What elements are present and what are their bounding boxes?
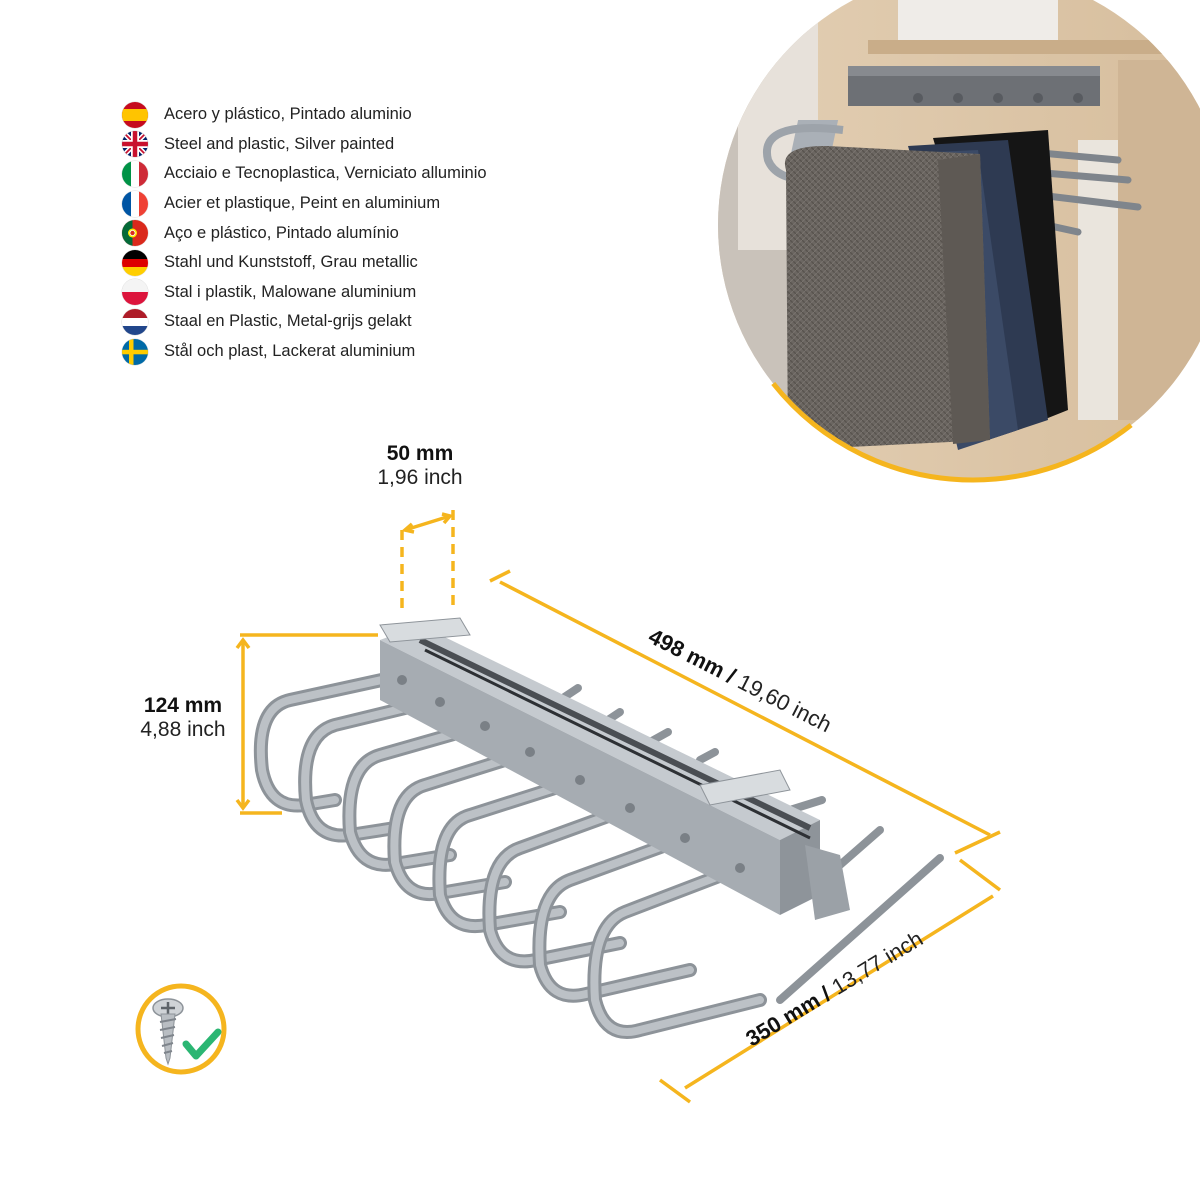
material-row-fr: Acier et plastique, Peint en aluminium: [122, 189, 682, 219]
height-mm: 124 mm: [143, 694, 223, 717]
sweden-flag-icon: [122, 338, 148, 365]
dimension-lines: [235, 510, 1002, 1104]
depth-arrowhead: [401, 522, 415, 534]
hanger-bar: [298, 693, 445, 843]
hanger-bar: [532, 831, 697, 1003]
depth-inch: 1,96 inch: [377, 465, 463, 489]
photo-ring-accent: [715, 0, 1200, 483]
material-text: Stahl und Kunststoff, Grau metallic: [164, 253, 418, 272]
italy-flag-icon: [122, 160, 148, 187]
depth-arrow-line: [404, 514, 451, 532]
height-dimension-label: 124 mm 4,88 inch: [118, 694, 248, 741]
material-text: Stål och plast, Lackerat aluminium: [164, 342, 416, 361]
length-extension-bottom: [954, 830, 1001, 855]
hanger-bar: [432, 773, 587, 934]
screws-included-badge: [134, 982, 228, 1076]
height-arrowhead: [235, 637, 251, 650]
germany-flag-icon: [122, 249, 148, 276]
poland-flag-icon: [122, 279, 148, 306]
checkmark-icon: [182, 1028, 222, 1060]
material-text: Staal en Plastic, Metal-grijs gelakt: [164, 312, 412, 331]
depth-mm: 50 mm: [386, 442, 454, 465]
material-text: Acero y plástico, Pintado aluminio: [164, 105, 412, 124]
material-row-uk: Steel and plastic, Silver painted: [122, 130, 682, 160]
hanger-bar: [253, 669, 407, 813]
width-extension-top: [958, 858, 1002, 892]
depth-arrowhead: [441, 512, 454, 525]
materials-list: Acero y plástico, Pintado aluminio Steel…: [122, 100, 682, 366]
france-flag-icon: [122, 190, 148, 217]
material-text: Acier et plastique, Peint en aluminium: [164, 194, 441, 213]
material-row-pl: Stal i plastik, Malowane aluminium: [122, 278, 682, 308]
material-text: Aço e plástico, Pintado alumínio: [164, 223, 399, 242]
depth-dimension-label: 50 mm 1,96 inch: [355, 442, 485, 489]
material-row-it: Acciaio e Tecnoplastica, Verniciato allu…: [122, 159, 682, 189]
height-inch: 4,88 inch: [140, 717, 226, 741]
hanger-bar: [482, 801, 637, 969]
material-row-es: Acero y plástico, Pintado aluminio: [122, 100, 682, 130]
material-text: Steel and plastic, Silver painted: [164, 134, 395, 153]
material-row-nl: Staal en Plastic, Metal-grijs gelakt: [122, 307, 682, 337]
material-row-se: Stål och plast, Lackerat aluminium: [122, 337, 682, 367]
width-arrow-line: [684, 894, 994, 1090]
hanger-bars: [253, 669, 944, 1039]
height-arrowhead: [235, 798, 251, 811]
hanger-bar: [587, 861, 767, 1039]
spain-flag-icon: [122, 101, 148, 128]
hanger-bar: [387, 745, 537, 901]
product-in-use-photo: [718, 0, 1200, 480]
length-extension-top: [489, 569, 511, 583]
hanger-bar: [342, 718, 492, 872]
material-text: Acciaio e Tecnoplastica, Verniciato allu…: [164, 164, 487, 183]
rail-housing: [379, 617, 850, 920]
width-extension-bottom: [658, 1078, 692, 1104]
material-text: Stal i plastik, Malowane aluminium: [164, 282, 417, 301]
length-arrow-line: [499, 580, 991, 837]
material-row-de: Stahl und Kunststoff, Grau metallic: [122, 248, 682, 278]
material-row-pt: Aço e plástico, Pintado alumínio: [122, 218, 682, 248]
portugal-flag-icon: [122, 220, 148, 247]
netherlands-flag-icon: [122, 308, 148, 335]
screw-icon: [152, 998, 184, 1066]
